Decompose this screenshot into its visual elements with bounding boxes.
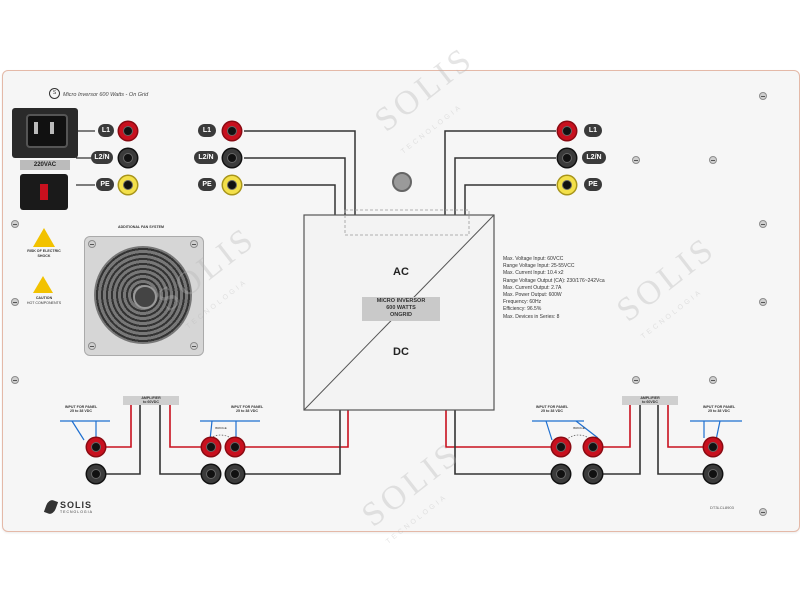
input-panel-label-3: INPUT FOR PANEL 25 to 38 VDC	[527, 405, 577, 414]
inverter-dc-label: DC	[393, 346, 409, 358]
input-panel-line1: INPUT FOR PANEL	[702, 405, 736, 409]
warning-caution-line2: HOT COMPONENTS	[26, 301, 62, 305]
fan-screw-tl	[88, 240, 96, 248]
input-panel-label-1: INPUT FOR PANEL 25 to 38 VDC	[56, 405, 106, 414]
inverter-name-line1: MICRO INVERSOR	[376, 298, 426, 304]
left-module-label-l2n: L2/N	[91, 151, 113, 164]
bottom-jack-red[interactable]	[704, 438, 722, 456]
right-terminal-label-pe: PE	[584, 178, 602, 191]
left-terminal-label-l1: L1	[198, 124, 216, 137]
right-terminal-jack-pe[interactable]	[558, 176, 576, 194]
left-module-jack-pe[interactable]	[119, 176, 137, 194]
input-panel-line2: 25 to 38 VDC	[236, 409, 258, 414]
input-panel-line2: 25 to 38 VDC	[541, 409, 563, 414]
left-terminal-label-pe: PE	[198, 178, 216, 191]
inverter-ac-label: AC	[393, 266, 409, 278]
bottom-jack-black[interactable]	[202, 465, 220, 483]
input-panel-label-2: INPUT FOR PANEL 25 to 38 VDC	[222, 405, 272, 414]
bridge-label-right: BRIDGE	[573, 426, 585, 430]
left-terminal-jack-pe[interactable]	[223, 176, 241, 194]
right-terminal-label-l2n: L2/N	[582, 151, 606, 164]
spec-line: Max. Power Output: 600W	[503, 292, 562, 299]
solis-logo-sub: TECNOLOGIA	[60, 510, 93, 514]
warning-shock-line1: RISK OF ELECTRIC	[27, 249, 61, 253]
warning-caution-line1: CAUTION	[35, 296, 53, 300]
spec-line: Range Voltage Output (CA): 230/176~242Vc…	[503, 277, 605, 284]
bridge-label-left: BRIDGE	[215, 426, 227, 430]
fan-label: ADDITIONAL FAN SYSTEM	[117, 225, 165, 229]
input-panel-line2: 25 to 38 VDC	[70, 409, 92, 414]
panel-screw	[11, 220, 19, 228]
left-terminal-label-l2n: L2/N	[194, 151, 218, 164]
left-module-jack-l2n[interactable]	[119, 149, 137, 167]
bottom-jack-black[interactable]	[87, 465, 105, 483]
power-switch[interactable]	[20, 174, 68, 210]
panel-screw	[759, 298, 767, 306]
fan-screw-br	[190, 342, 198, 350]
spec-line: Max. Current Output: 2.7A	[503, 284, 562, 291]
right-terminal-jack-l1[interactable]	[558, 122, 576, 140]
fan-screw-bl	[88, 342, 96, 350]
amplifier-label-1: AMPLIFIER to 60VDC	[123, 396, 179, 405]
hot-surface-warning-icon	[33, 276, 53, 293]
solis-logo-text: SOLIS	[60, 500, 93, 510]
panel-screw	[709, 156, 717, 164]
specs-list: Max. Voltage Input: 60VCC Range Voltage …	[503, 256, 605, 321]
bottom-jack-red[interactable]	[87, 438, 105, 456]
amplifier-label-2: AMPLIFIER to 60VDC	[622, 396, 678, 405]
right-terminal-label-l1: L1	[584, 124, 602, 137]
bottom-jack-black[interactable]	[552, 465, 570, 483]
left-terminal-jack-l2n[interactable]	[223, 149, 241, 167]
inverter-name-box	[362, 297, 440, 321]
bottom-jack-black[interactable]	[584, 465, 602, 483]
spec-line: Range Voltage Input: 25-55VCC	[503, 263, 575, 270]
amplifier-line1: AMPLIFIER	[640, 396, 660, 400]
electric-shock-warning-icon	[33, 228, 55, 247]
input-panel-line2: 25 to 38 VDC	[708, 409, 730, 414]
inverter-name-line3: ONGRID	[390, 312, 412, 318]
panel-code: DT3LCL8903	[710, 505, 734, 510]
amplifier-line1: AMPLIFIER	[141, 396, 161, 400]
amplifier-line2: to 60VDC	[143, 400, 159, 405]
panel-screw	[709, 376, 717, 384]
right-terminal-jack-l2n[interactable]	[558, 149, 576, 167]
spec-line: Max. Current Input: 10.4 x2	[503, 270, 564, 277]
input-panel-line1: INPUT FOR PANEL	[64, 405, 98, 409]
panel-screw	[759, 508, 767, 516]
left-module-label-pe: PE	[96, 178, 114, 191]
panel-screw	[11, 376, 19, 384]
panel-screw	[632, 156, 640, 164]
panel-screw	[632, 376, 640, 384]
panel-screw	[759, 92, 767, 100]
solis-small-logo-icon: S	[49, 88, 60, 99]
fan-screw-tr	[190, 240, 198, 248]
input-panel-line1: INPUT FOR PANEL	[535, 405, 569, 409]
left-terminal-jack-l1[interactable]	[223, 122, 241, 140]
panel-screw	[759, 220, 767, 228]
bottom-jack-red[interactable]	[552, 438, 570, 456]
bottom-jack-red[interactable]	[202, 438, 220, 456]
panel-screw	[11, 298, 19, 306]
spec-line: Max. Devices in Series: 8	[503, 313, 560, 320]
left-module-jack-l1[interactable]	[119, 122, 137, 140]
panel-title: Micro Inversor 600 Watts - On Grid	[63, 92, 149, 98]
fan-hub	[133, 285, 157, 309]
input-panel-line1: INPUT FOR PANEL	[230, 405, 264, 409]
bottom-jack-black[interactable]	[226, 465, 244, 483]
amplifier-line2: to 60VDC	[642, 400, 658, 405]
spec-line: Efficiency: 96.5%	[503, 306, 542, 313]
input-panel-label-4: INPUT FOR PANEL 25 to 38 VDC	[694, 405, 744, 414]
ac-outlet	[12, 108, 78, 158]
bottom-jack-red[interactable]	[584, 438, 602, 456]
bottom-jack-red[interactable]	[226, 438, 244, 456]
outlet-voltage-label: 220VAC	[20, 160, 70, 170]
left-module-label-l1: L1	[98, 124, 114, 137]
bottom-jack-black[interactable]	[704, 465, 722, 483]
ground-knob[interactable]	[392, 172, 412, 192]
inverter-name-line2: 600 WATTS	[386, 305, 416, 311]
spec-line: Frequency: 60Hz	[503, 299, 542, 306]
spec-line: Max. Voltage Input: 60VCC	[503, 256, 564, 262]
warning-shock-line2: SHOCK	[37, 254, 51, 258]
